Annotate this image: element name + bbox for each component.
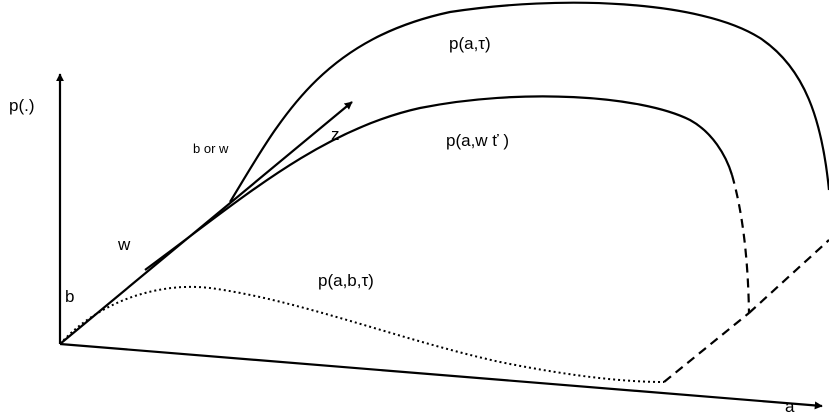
w-label: w: [118, 235, 131, 254]
dashed-edge-outer: [748, 239, 829, 314]
b-label: b: [65, 287, 75, 306]
b-or-w-label: b or w: [193, 141, 229, 156]
curve-p-a-tau-label: p(a,τ): [449, 34, 491, 53]
curve-p-a-b-tau-label: p(a,b,τ): [318, 271, 374, 290]
y-axis-label: p(.): [9, 96, 35, 115]
curve-p-a-w-tau-label: p(a,w ť ): [446, 131, 510, 150]
curve-p-a-w-tau-dashed: [730, 174, 751, 314]
x-axis: [59, 342, 823, 410]
dashed-edge-base: [663, 312, 750, 383]
z-axis-label: z: [331, 125, 340, 144]
curve-p-a-b-tau: [59, 285, 665, 383]
x-axis-label: a: [785, 397, 795, 416]
curve-p-a-tau: [229, 1, 829, 203]
curve-p-a-w-tau: [144, 95, 734, 271]
